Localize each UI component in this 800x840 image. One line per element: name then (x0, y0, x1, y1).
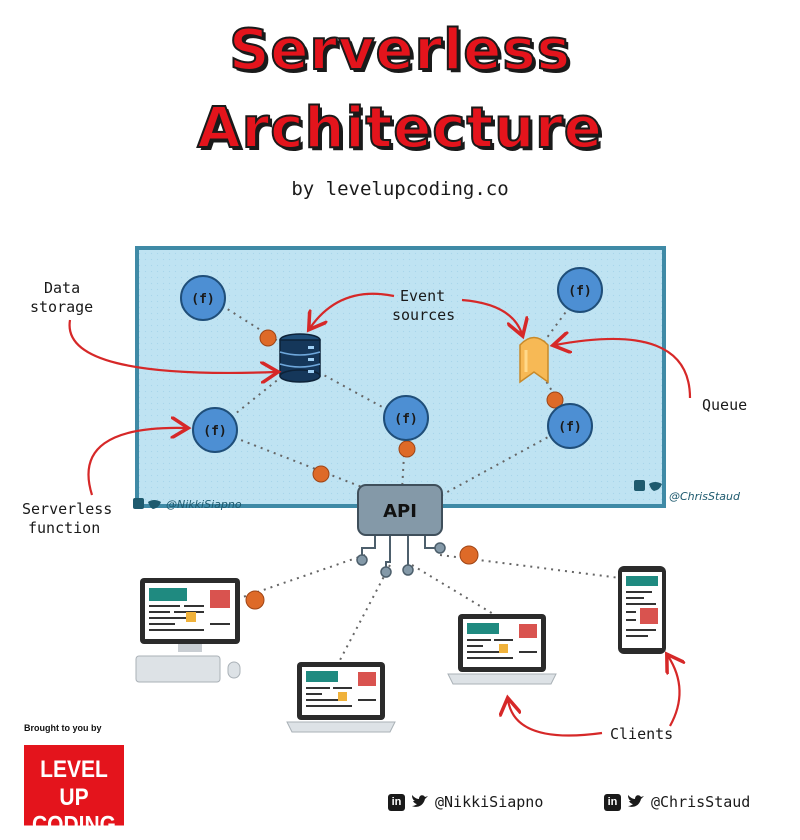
label-serverless: Serverless (22, 500, 112, 518)
brand-logo: LEVEL UP CODING (24, 745, 124, 838)
linkedin-icon: in (604, 793, 621, 811)
label-event: Event (400, 287, 445, 305)
laptop-icon-2 (447, 614, 557, 685)
arrow-clients-laptop (508, 700, 603, 737)
arrow-queue (555, 339, 692, 399)
label-data: Data (44, 279, 80, 297)
title-line-1: Serverless (228, 17, 571, 84)
svg-text:@ChrisStaud: @ChrisStaud (669, 490, 741, 503)
social-handle-text-2: @ChrisStaud (651, 793, 751, 811)
subtitle: by levelupcoding.co (291, 178, 509, 200)
twitter-icon (411, 794, 429, 810)
social-handle-1[interactable]: in @NikkiSiapno (388, 793, 543, 811)
label-storage: storage (30, 298, 93, 316)
label-function: function (28, 519, 100, 537)
annotation-arrows (68, 292, 692, 737)
handle-right: @ChrisStaud (634, 480, 741, 503)
linkedin-icon: in (388, 793, 405, 811)
svg-text:(f): (f) (394, 412, 417, 427)
svg-text:(f): (f) (558, 420, 581, 435)
connector-dots (245, 329, 564, 610)
label-queue: Queue (702, 396, 747, 414)
svg-text:(f): (f) (568, 284, 591, 299)
svg-text:(f): (f) (191, 292, 214, 307)
function-node-3: (f) (383, 395, 429, 441)
label-clients: Clients (610, 725, 673, 743)
function-node-2: (f) (192, 407, 238, 453)
desktop-icon (135, 578, 241, 683)
laptop-icon-1 (286, 662, 396, 733)
database-icon (279, 333, 321, 383)
queue-icon (519, 336, 549, 384)
handle-left: @NikkiSiapno (133, 498, 242, 511)
function-node-4: (f) (557, 267, 603, 313)
svg-text:API: API (383, 501, 417, 522)
arrow-event-queue (461, 298, 522, 334)
social-handle-2[interactable]: in @ChrisStaud (604, 793, 750, 811)
arrow-serverless-function (87, 428, 186, 496)
api-gateway: API (356, 484, 446, 578)
brought-by-label: Brought to you by (24, 723, 102, 733)
social-handle-text-1: @NikkiSiapno (435, 793, 544, 811)
svg-text:(f): (f) (203, 424, 226, 439)
label-sources: sources (392, 306, 455, 324)
function-node-5: (f) (547, 403, 593, 449)
title-line-2: Architecture (196, 95, 603, 162)
phone-icon (618, 566, 666, 654)
arrow-data-storage (68, 319, 276, 373)
svg-text:@NikkiSiapno: @NikkiSiapno (166, 498, 242, 511)
function-node-1: (f) (180, 275, 226, 321)
twitter-icon (627, 794, 645, 810)
arrow-event-db (310, 292, 395, 328)
arrow-clients-phone (668, 656, 680, 727)
